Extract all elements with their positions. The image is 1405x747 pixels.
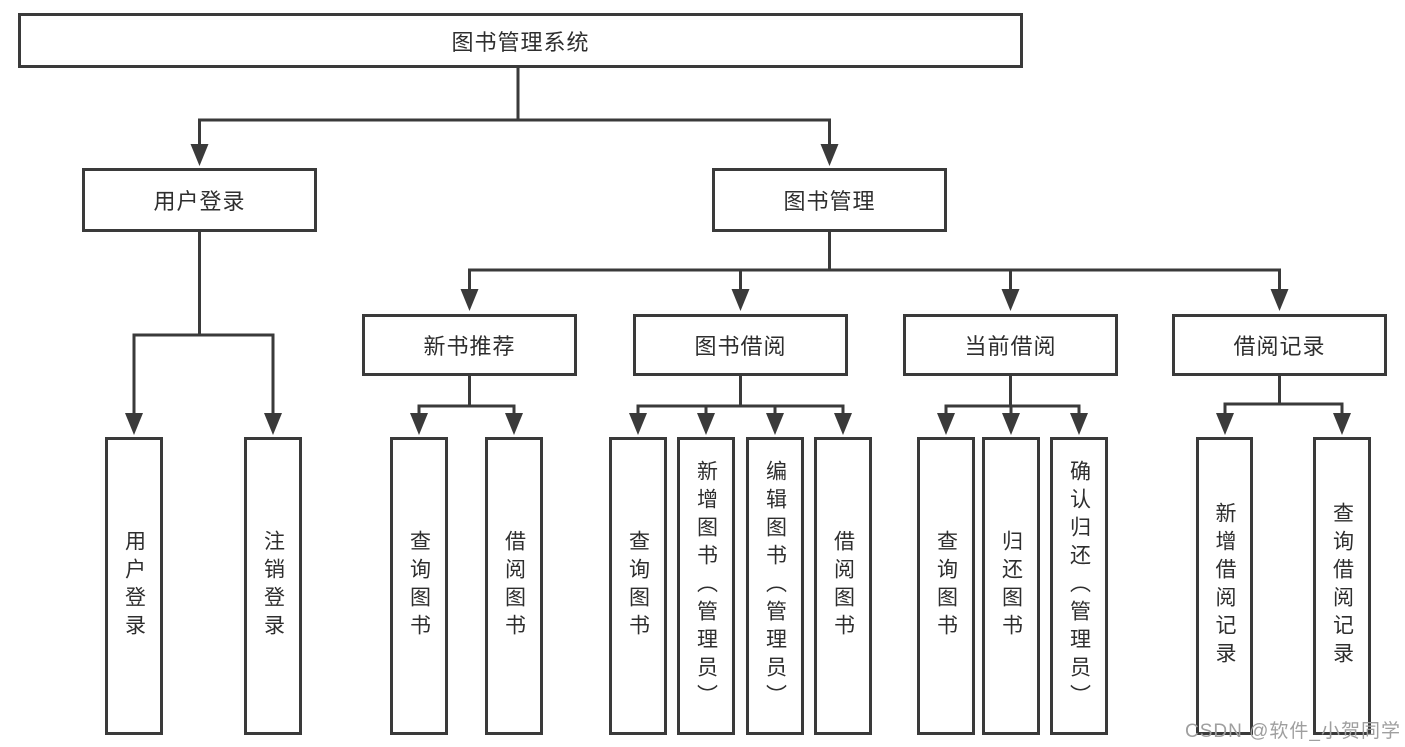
node-query-books-current: 查询图书 [917,437,975,735]
node-label: 归还图书 [999,530,1023,642]
node-logout-leaf: 注销登录 [244,437,302,735]
node-label: 当前借阅 [964,334,1057,359]
node-label: 借阅图书 [831,530,855,642]
node-borrow-books-leaf: 借阅图书 [814,437,872,735]
node-query-borrow-record: 查询借阅记录 [1313,437,1371,735]
node-label: 编辑图书（管理员） [763,460,787,712]
node-label: 借阅图书 [502,530,526,642]
node-label: 新增借阅记录 [1213,502,1236,670]
node-label: 图书借阅 [694,334,787,359]
node-add-borrow-record: 新增借阅记录 [1196,437,1253,735]
node-add-book-admin: 新增图书（管理员） [677,437,735,735]
csdn-watermark: CSDN @软件_小贺同学 [1185,721,1401,742]
node-label: 注销登录 [261,530,285,642]
node-label: 用户登录 [153,189,246,214]
node-query-books-recommend: 查询图书 [390,437,448,735]
node-confirm-return-admin: 确认归还（管理员） [1050,437,1108,735]
node-label: 查询图书 [934,530,958,642]
node-label: 确认归还（管理员） [1067,460,1091,712]
node-query-books-borrow: 查询图书 [609,437,667,735]
node-book-management: 图书管理 [712,168,947,232]
node-label: 图书管理 [783,189,876,214]
node-current-borrow: 当前借阅 [903,314,1118,376]
node-label: 借阅记录 [1233,334,1326,359]
node-label: 查询借阅记录 [1330,502,1354,670]
connector-paths [132,68,1344,416]
node-return-book: 归还图书 [982,437,1040,735]
node-label: 用户登录 [122,530,146,642]
node-book-management-system: 图书管理系统 [18,13,1023,68]
node-label: 新书推荐 [423,334,516,359]
node-label: 图书管理系统 [451,29,590,55]
node-user-login-leaf: 用户登录 [105,437,163,735]
node-label: 查询图书 [407,530,431,642]
node-borrow-books-recommend: 借阅图书 [485,437,543,735]
node-new-book-recommend: 新书推荐 [362,314,577,376]
node-borrow-records: 借阅记录 [1172,314,1387,376]
node-label: 查询图书 [626,530,650,642]
node-user-login: 用户登录 [82,168,317,232]
node-label: 新增图书（管理员） [694,460,718,712]
arrowheads [125,144,1351,435]
node-edit-book-admin: 编辑图书（管理员） [746,437,804,735]
node-book-borrow: 图书借阅 [633,314,848,376]
